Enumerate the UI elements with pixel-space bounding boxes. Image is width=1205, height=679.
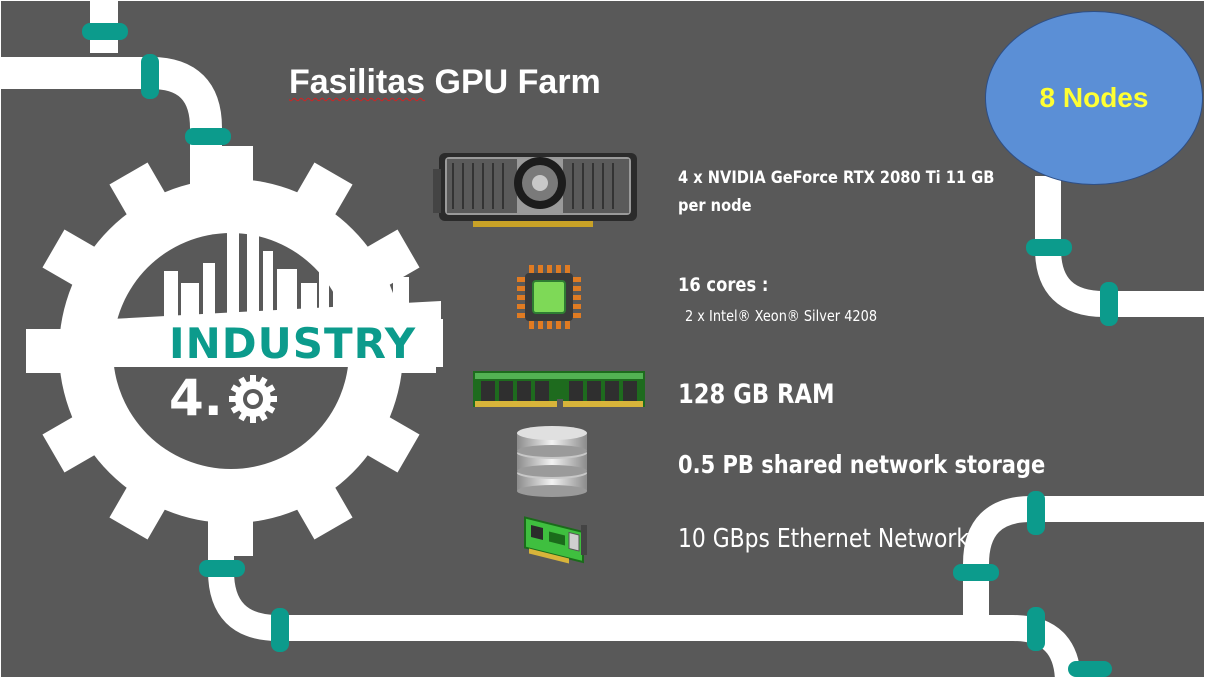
graphics-card-icon — [433, 153, 637, 227]
ram-module-icon — [473, 371, 645, 409]
industry-logo-version: 4. — [169, 369, 223, 427]
spec-cpu-line1: 16 cores : — [678, 274, 769, 296]
industry-logo-word: INDUSTRY — [169, 319, 417, 368]
spec-storage: 0.5 PB shared network storage — [678, 450, 1046, 479]
spec-ram: 128 GB RAM — [678, 379, 835, 410]
title-rest: GPU Farm — [425, 63, 601, 101]
database-icon — [517, 426, 587, 497]
page-title: Fasilitas GPU Farm — [289, 63, 601, 102]
nodes-badge: 8 Nodes — [985, 11, 1203, 185]
network-card-icon — [524, 516, 587, 564]
nodes-badge-label: 8 Nodes — [1039, 82, 1149, 113]
spec-gpu-line1: 4 x NVIDIA GeForce RTX 2080 Ti 11 GB — [678, 168, 995, 188]
spec-gpu-line2: per node — [678, 196, 752, 216]
spec-network: 10 GBps Ethernet Network — [678, 524, 970, 554]
spec-cpu-line2: 2 x Intel® Xeon® Silver 4208 — [685, 307, 878, 325]
cpu-chip-icon — [517, 265, 581, 329]
small-gear-icon — [229, 375, 277, 423]
title-word-fasilitas: Fasilitas — [289, 63, 426, 101]
